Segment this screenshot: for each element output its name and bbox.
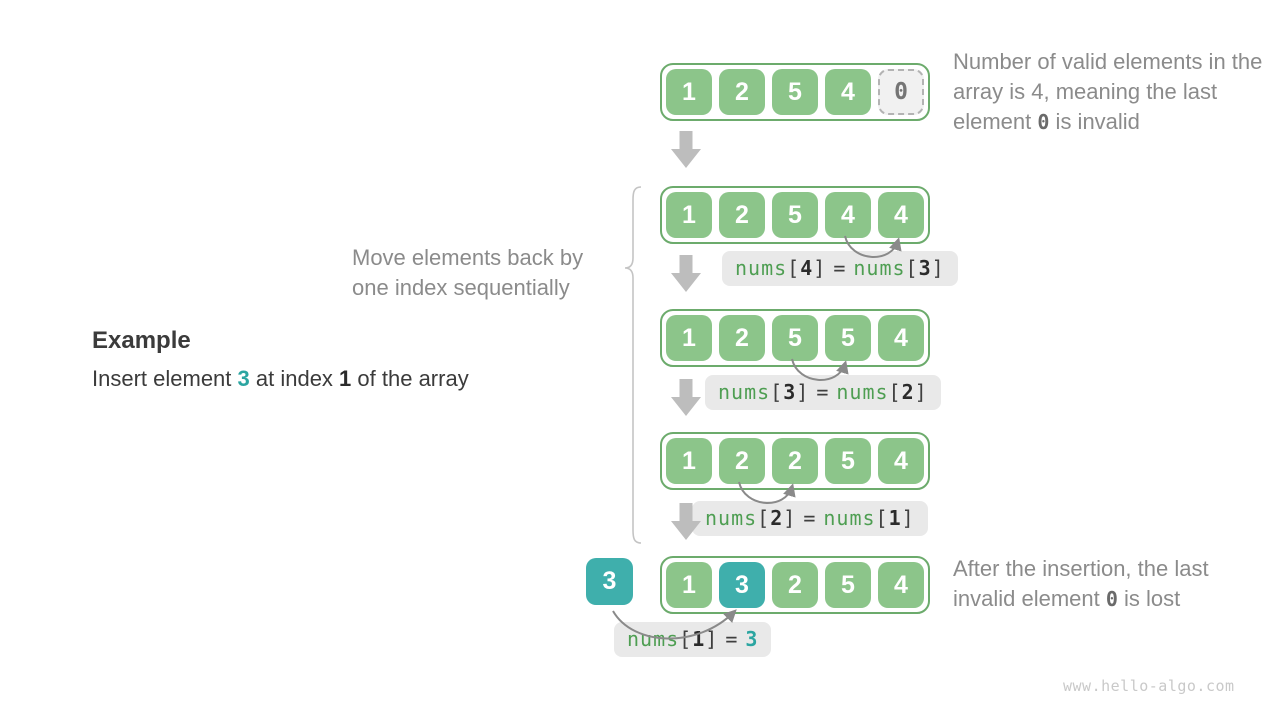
array-cell: 4 [878,438,924,484]
inserted-value-cell: 3 [586,558,633,605]
label-bracket: ] [914,380,928,404]
caption-invalid-element: Number of valid elements in the array is… [953,47,1263,137]
label-index: 3 [783,380,797,404]
array-cell-inserted: 3 [719,562,765,608]
label-bracket: ] [813,256,827,280]
array-cell: 1 [666,315,712,361]
array-cell: 5 [772,69,818,115]
array-step-final: 1 3 2 5 4 [660,556,930,614]
label-index: 1 [692,627,706,651]
array-cell: 2 [772,438,818,484]
caption-part: is invalid [1049,109,1140,134]
caption-code-zero: 0 [1105,587,1118,611]
array-cell: 4 [878,315,924,361]
label-bracket: [ [787,256,801,280]
array-cell: 5 [825,562,871,608]
label-fn: nums [718,380,771,404]
label-fn: nums [823,506,876,530]
label-bracket: [ [905,256,919,280]
assignment-label: nums[1]=3 [614,622,772,657]
array-cell: 2 [719,192,765,238]
label-index: 3 [918,256,932,280]
array-cell-invalid: 0 [878,69,924,115]
label-bracket: ] [901,506,915,530]
label-bracket: [ [888,380,902,404]
down-arrow-icon [671,255,701,292]
label-bracket: ] [783,506,797,530]
array-cell: 4 [825,69,871,115]
label-bracket: [ [679,627,693,651]
label-bracket: ] [796,380,810,404]
array-cell: 1 [666,562,712,608]
assignment-label: nums[3]=nums[2] [705,375,941,410]
array-cell: 4 [825,192,871,238]
label-bracket: ] [931,256,945,280]
array-step-initial: 1 2 5 4 0 [660,63,930,121]
label-index: 1 [888,506,902,530]
array-cell: 5 [825,438,871,484]
label-bracket: [ [770,380,784,404]
label-fn: nums [735,256,788,280]
label-bracket: ] [705,627,719,651]
caption-code-zero: 0 [1037,110,1050,134]
caption-part: is lost [1117,586,1181,611]
array-cell: 5 [772,315,818,361]
label-equals: = [833,256,847,280]
caption-part: Number of valid elements in the array is… [953,49,1263,134]
caption-part: After the insertion, the last invalid el… [953,556,1209,611]
label-index: 2 [901,380,915,404]
sentence-insert-index: 1 [339,366,352,391]
caption-after-insertion: After the insertion, the last invalid el… [953,554,1263,614]
brace-icon [624,186,642,544]
down-arrow-icon [671,379,701,416]
label-fn: nums [853,256,906,280]
sentence-part: of the array [351,366,469,391]
array-cell: 5 [772,192,818,238]
label-fn: nums [836,380,889,404]
assignment-label: nums[2]=nums[1] [692,501,928,536]
array-step-shift-1: 1 2 5 4 4 [660,186,930,244]
array-cell: 1 [666,192,712,238]
label-bracket: [ [875,506,889,530]
array-cell: 1 [666,69,712,115]
array-cell: 2 [772,562,818,608]
label-equals: = [725,627,739,651]
caption-move-elements: Move elements back by one index sequenti… [352,245,584,300]
down-arrow-icon [671,131,701,168]
array-step-shift-2: 1 2 5 5 4 [660,309,930,367]
assignment-label: nums[4]=nums[3] [722,251,958,286]
label-index: 4 [800,256,814,280]
array-cell: 5 [825,315,871,361]
example-title: Example [92,327,191,354]
label-index: 2 [770,506,784,530]
array-cell: 2 [719,69,765,115]
array-cell: 4 [878,192,924,238]
array-step-shift-3: 1 2 2 5 4 [660,432,930,490]
label-bracket: [ [757,506,771,530]
label-fn: nums [627,627,680,651]
label-equals: = [803,506,817,530]
example-sentence: Insert element 3 at index 1 of the array [92,366,469,392]
array-cell: 1 [666,438,712,484]
array-cell: 4 [878,562,924,608]
watermark: www.hello-algo.com [1063,677,1235,695]
array-cell: 2 [719,438,765,484]
sentence-part: at index [249,366,340,391]
sentence-part: Insert element [92,366,238,391]
label-equals: = [816,380,830,404]
sentence-insert-value: 3 [237,366,250,391]
array-cell: 2 [719,315,765,361]
label-fn: nums [705,506,758,530]
label-value: 3 [745,627,759,651]
